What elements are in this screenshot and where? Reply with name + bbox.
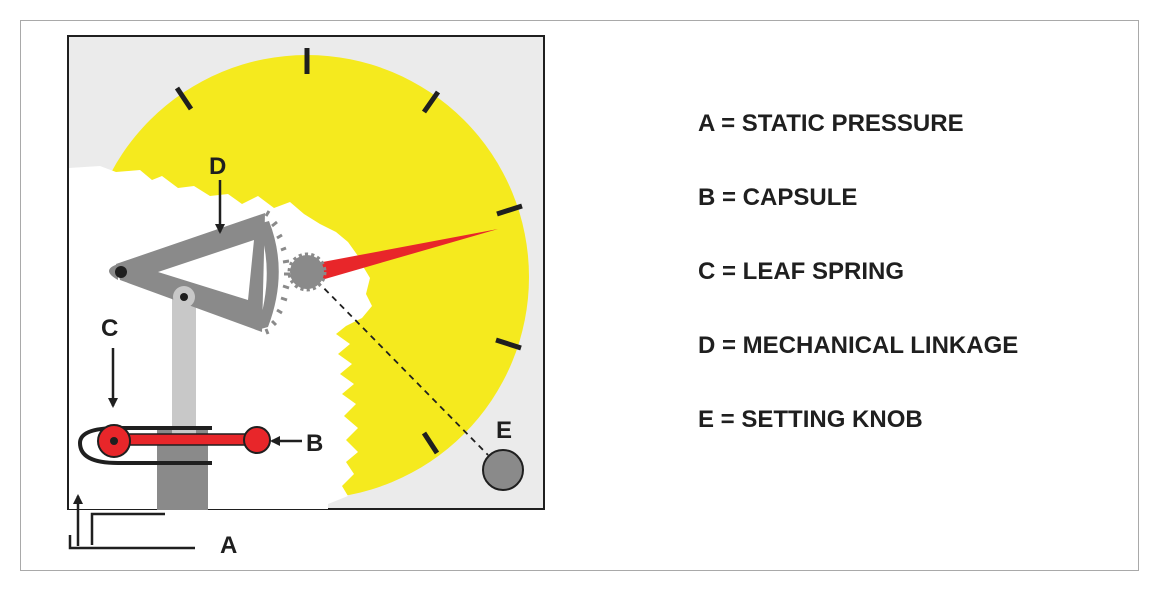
tick-mark [174,86,194,111]
linkage-post [172,296,196,436]
mechanical-linkage [109,210,290,335]
tick-mark [421,431,440,455]
dial-tick-marks [174,48,523,455]
legend-item-c: C = LEAF SPRING [698,258,905,285]
knob-linkage-line [308,272,489,456]
label-a: A [220,532,237,559]
tick-mark [495,337,522,351]
legend-item-b: B = CAPSULE [698,184,858,211]
static-pressure-inlet [68,494,195,550]
pivot-pin [115,266,127,278]
label-d: D [209,153,226,180]
setting-knob[interactable] [482,449,524,491]
label-b: B [306,430,323,457]
post-pin [180,293,188,301]
tick-mark [421,90,441,114]
capsule [97,424,271,458]
pinion-gear [287,252,327,292]
pointer-needle [312,229,498,281]
tick-mark [496,203,523,217]
legend: A = STATIC PRESSURE B = CAPSULE C = LEAF… [698,108,1018,478]
legend-item-d: D = MECHANICAL LINKAGE [698,332,1019,359]
legend-item-e: E = SETTING KNOB [698,406,923,433]
gear-teeth [264,210,290,335]
label-e: E [496,417,512,444]
legend-item-a: A = STATIC PRESSURE [698,110,964,137]
cutaway-region [69,166,372,509]
label-c: C [101,315,118,342]
